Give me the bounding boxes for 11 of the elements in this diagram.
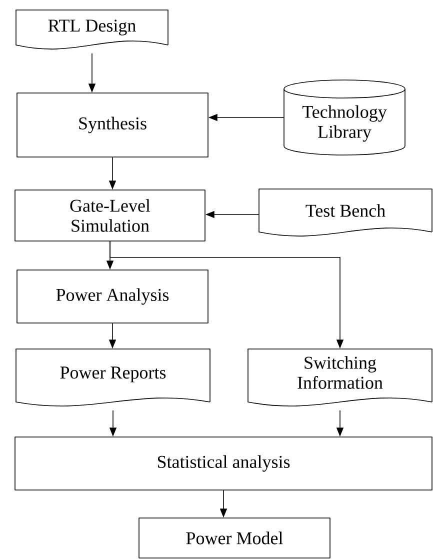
process-box: Synthesis [16,92,208,158]
document-shape: Switching Information [248,348,432,406]
document-shape: Power Reports [16,348,210,406]
database-cylinder: Technology Library [284,80,406,156]
process-box: Statistical analysis [14,436,432,490]
document-shape: RTL Design [16,10,168,50]
process-box: Power Analysis [16,270,208,324]
process-box: Power Model [138,518,330,558]
process-box: Gate-Level Simulation [14,190,206,242]
document-shape: Test Bench [258,188,432,236]
node-label: Technology Library [302,105,387,142]
